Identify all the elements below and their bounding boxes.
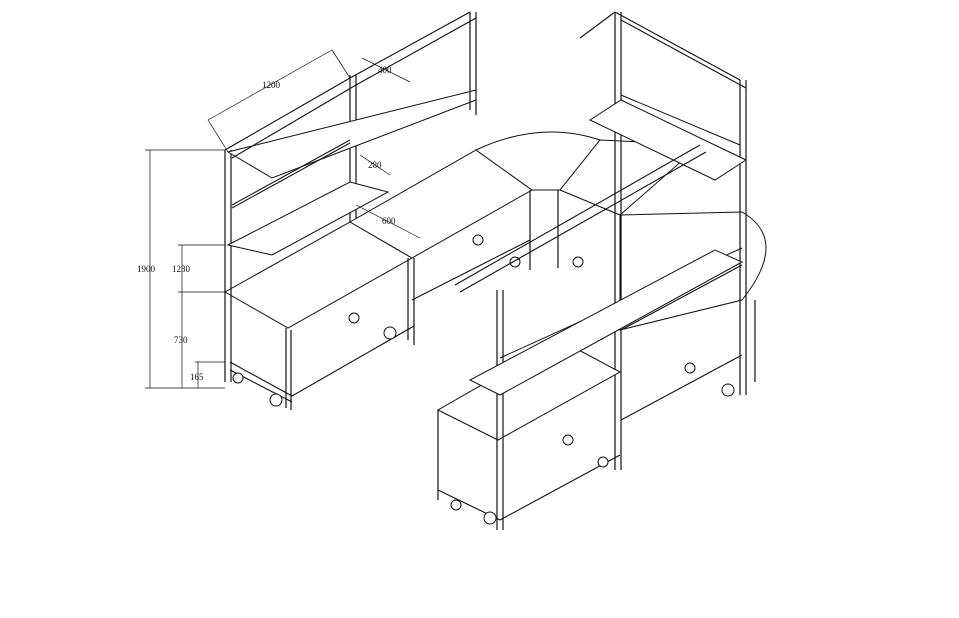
caster — [232, 372, 244, 384]
dim-middle-height: 1230 — [172, 264, 191, 274]
dim-shelf-depth: 400 — [378, 65, 392, 75]
caster — [721, 383, 735, 397]
caster — [383, 326, 397, 340]
caster — [483, 511, 497, 525]
front-shelf — [468, 249, 744, 396]
caster — [597, 456, 609, 468]
front-workstation — [436, 144, 744, 530]
right-tool-rail — [620, 94, 741, 146]
dimension-lines: 1200 400 280 600 1900 1230 730 165 — [137, 49, 421, 389]
dim-shelf-length: 1200 — [262, 80, 281, 90]
caster — [572, 256, 584, 268]
right-workstation — [579, 11, 767, 470]
caster — [348, 312, 360, 324]
caster — [269, 393, 283, 407]
left-lower-shelf — [226, 181, 390, 256]
caster — [684, 362, 696, 374]
dim-table-depth: 600 — [382, 216, 396, 226]
left-tool-rail — [231, 139, 351, 206]
dim-total-height: 1900 — [137, 264, 156, 274]
caster — [562, 434, 574, 446]
caster — [450, 499, 462, 511]
corner-section — [348, 131, 702, 301]
left-workstation — [223, 11, 477, 410]
dim-table-height: 730 — [174, 335, 188, 345]
caster — [472, 234, 484, 246]
dim-bottom-height: 165 — [190, 372, 204, 382]
dim-angle-depth: 280 — [368, 160, 382, 170]
left-upper-shelf — [226, 89, 477, 179]
